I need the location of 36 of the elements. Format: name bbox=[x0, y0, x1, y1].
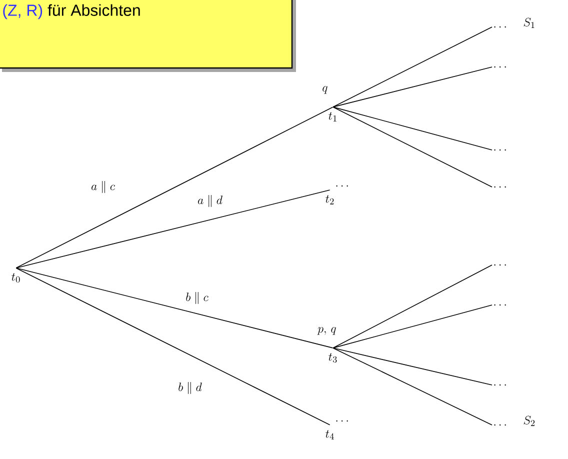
leaf-state: $\dots$ bbox=[494, 264, 506, 266]
leaf-state: $\dots$ bbox=[494, 304, 506, 306]
branch-line bbox=[16, 190, 330, 268]
branch-line bbox=[332, 106, 492, 188]
edge-label: $b \parallel c$ bbox=[184, 291, 210, 305]
state-label: $q$ bbox=[322, 86, 328, 94]
edge-label: $a \parallel c$ bbox=[90, 180, 116, 194]
state-label: $\dots$ bbox=[336, 185, 348, 187]
branch-line bbox=[332, 304, 492, 348]
branch-line bbox=[332, 264, 492, 348]
branch-line bbox=[332, 348, 492, 386]
branch-line bbox=[332, 348, 492, 426]
state-label: $S_1$ bbox=[524, 18, 534, 28]
leaf-state: $\dots$ bbox=[494, 66, 506, 68]
edge-label: $a \parallel d$ bbox=[196, 194, 224, 208]
leaf-state: $\dots$ bbox=[494, 424, 506, 426]
leaf-state: $\dots$ bbox=[494, 149, 506, 151]
branch-line bbox=[332, 106, 492, 150]
branch-line bbox=[332, 26, 492, 108]
branch-point: $t_0$ bbox=[12, 273, 20, 283]
edge-label: $b \parallel d$ bbox=[177, 381, 203, 395]
branch-line bbox=[16, 268, 334, 348]
branch-point: $t_4$ bbox=[326, 430, 334, 440]
state-label: $p,\, q$ bbox=[317, 327, 336, 335]
branch-line bbox=[16, 268, 330, 426]
note-box: (Z, R) für Absichten bbox=[0, 0, 296, 72]
branch-line bbox=[16, 106, 334, 268]
leaf-state: $\dots$ bbox=[494, 384, 506, 386]
branch-point: $t_3$ bbox=[328, 353, 337, 363]
state-label: $S_2$ bbox=[524, 416, 535, 426]
branch-point: $t_1$ bbox=[328, 112, 336, 122]
branch-point: $t_2$ bbox=[326, 195, 334, 204]
leaf-state: $\dots$ bbox=[494, 186, 506, 188]
branch-line bbox=[332, 66, 492, 108]
leaf-state: $\dots$ bbox=[494, 26, 506, 28]
state-label: $\dots$ bbox=[336, 420, 348, 422]
